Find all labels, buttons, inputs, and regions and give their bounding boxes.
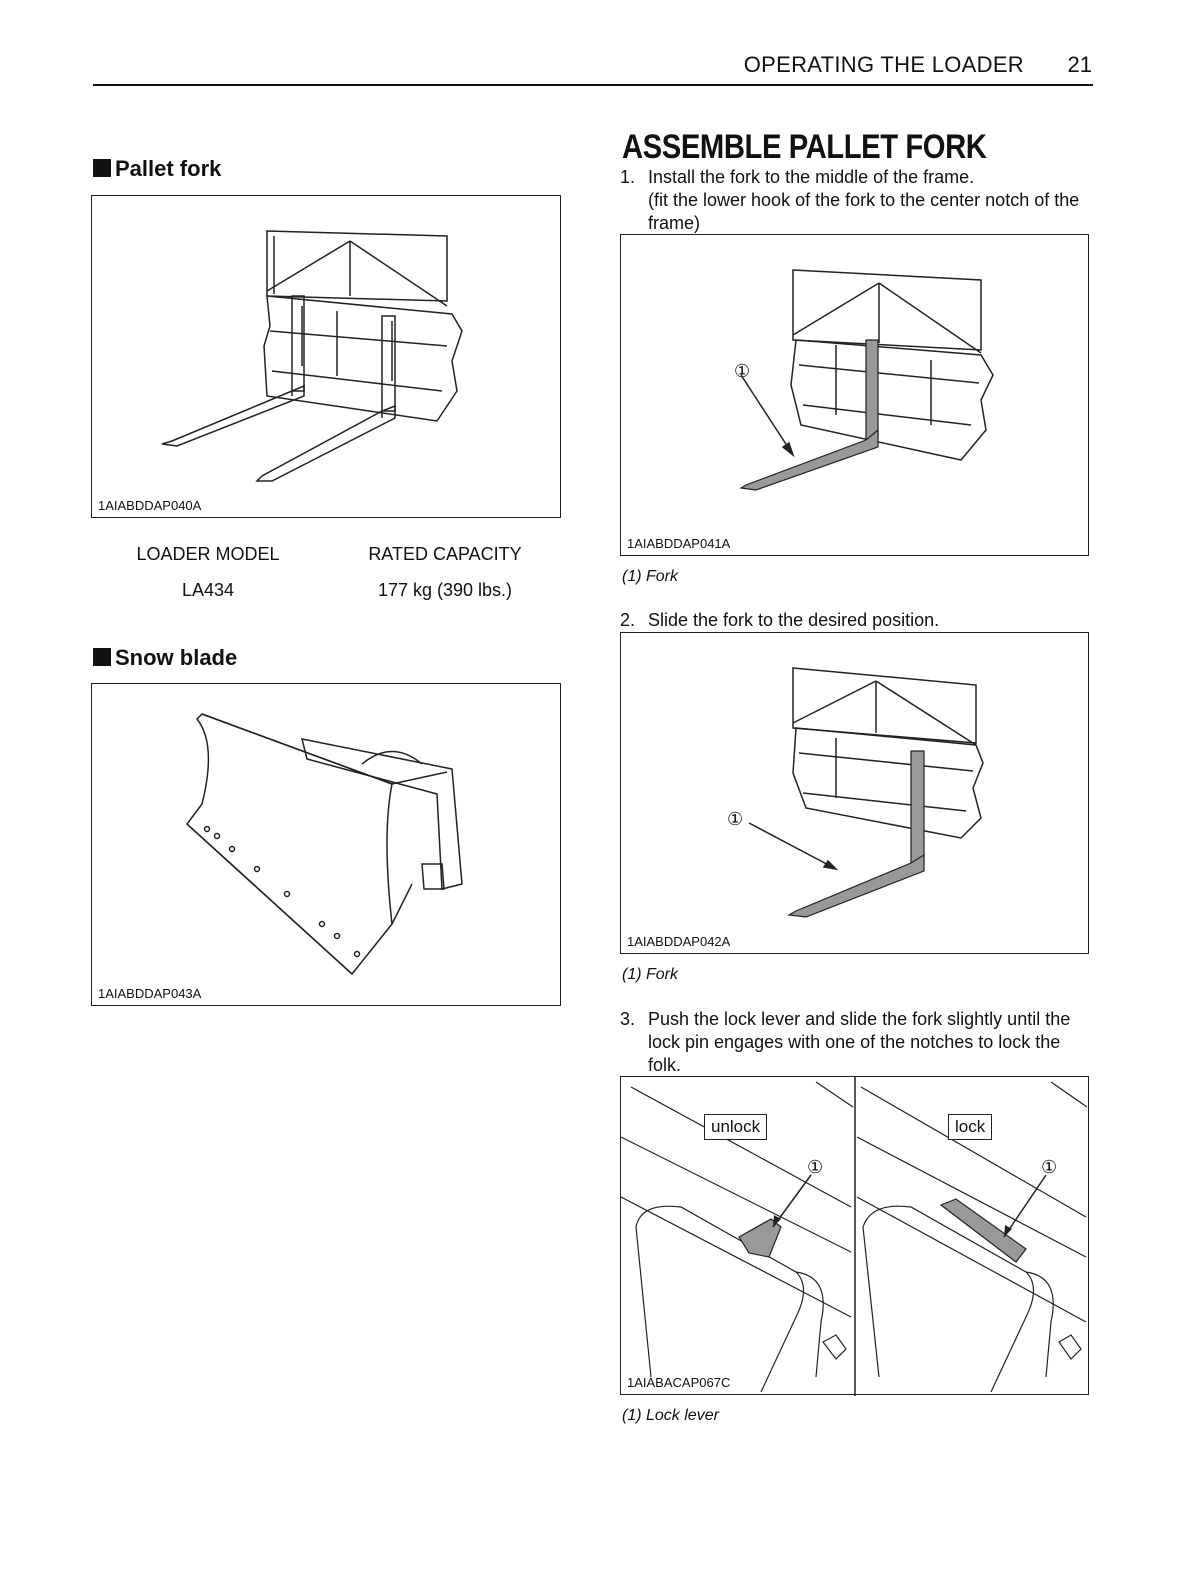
unlock-label: unlock <box>704 1114 768 1140</box>
square-bullet-icon <box>93 159 111 177</box>
pallet-fork-illustration <box>161 230 463 482</box>
figure-code: 1AIABDDAP043A <box>98 986 202 1001</box>
callout-1: ① <box>727 809 743 830</box>
lock-lever-figure: ① ① unlock lock 1AIABACAP067C <box>620 1076 1089 1396</box>
figure-code: 1AIABDDAP042A <box>627 934 731 949</box>
header-rule <box>93 84 1093 86</box>
snow-blade-heading-text: Snow blade <box>115 645 238 670</box>
pallet-fork-heading: Pallet fork <box>93 156 221 182</box>
figure-caption: (1) Fork <box>622 568 678 585</box>
fork-slide-figure: ① 1AIABDDAP042A <box>620 632 1089 954</box>
lock-label: lock <box>948 1114 993 1140</box>
callout-1: ① <box>1041 1157 1057 1178</box>
step-1: 1. Install the fork to the middle of the… <box>620 166 1100 236</box>
snow-blade-heading: Snow blade <box>93 645 237 671</box>
pallet-fork-figure: 1AIABDDAP040A <box>91 195 561 518</box>
running-header-title: OPERATING THE LOADER <box>743 52 1024 77</box>
snow-blade-illustration <box>185 713 463 976</box>
step-number: 2. <box>620 610 636 630</box>
figure-caption: (1) Lock lever <box>622 1407 719 1424</box>
figure-code: 1AIABDDAP041A <box>627 536 731 551</box>
callout-1: ① <box>807 1157 823 1178</box>
fork-install-illustration: ① <box>734 269 994 491</box>
step-2: 2. Slide the fork to the desired positio… <box>620 609 1100 633</box>
snow-blade-figure: 1AIABDDAP043A <box>91 683 561 1006</box>
square-bullet-icon <box>93 648 111 666</box>
lock-lever-illustration: ① ① <box>621 1077 1088 1396</box>
figure-code: 1AIABACAP067C <box>627 1375 731 1390</box>
pallet-fork-heading-text: Pallet fork <box>115 156 222 181</box>
step-text: (fit the lower hook of the fork to the c… <box>648 190 1080 210</box>
step-text: folk. <box>648 1055 682 1075</box>
callout-1: ① <box>734 361 750 382</box>
spec-header-capacity: RATED CAPACITY <box>368 544 522 564</box>
step-text: Push the lock lever and slide the fork s… <box>648 1009 1071 1029</box>
spec-value-model: LA434 <box>181 580 235 600</box>
step-text: Install the fork to the middle of the fr… <box>648 167 975 187</box>
spec-value-capacity: 177 kg (390 lbs.) <box>377 580 513 600</box>
spec-header-model: LOADER MODEL <box>136 544 280 564</box>
fork-slide-illustration: ① <box>727 667 984 918</box>
step-text: lock pin engages with one of the notches… <box>648 1032 1061 1052</box>
step-number: 1. <box>620 167 636 187</box>
figure-code: 1AIABDDAP040A <box>98 498 202 513</box>
step-text: Slide the fork to the desired position. <box>648 610 940 630</box>
page-title: ASSEMBLE PALLET FORK <box>622 128 987 166</box>
figure-caption: (1) Fork <box>622 966 678 983</box>
fork-install-figure: ① 1AIABDDAP041A <box>620 234 1089 556</box>
page-number: 21 <box>1067 52 1092 77</box>
step-number: 3. <box>620 1009 636 1029</box>
step-text: frame) <box>648 213 701 233</box>
step-3: 3. Push the lock lever and slide the for… <box>620 1008 1100 1078</box>
